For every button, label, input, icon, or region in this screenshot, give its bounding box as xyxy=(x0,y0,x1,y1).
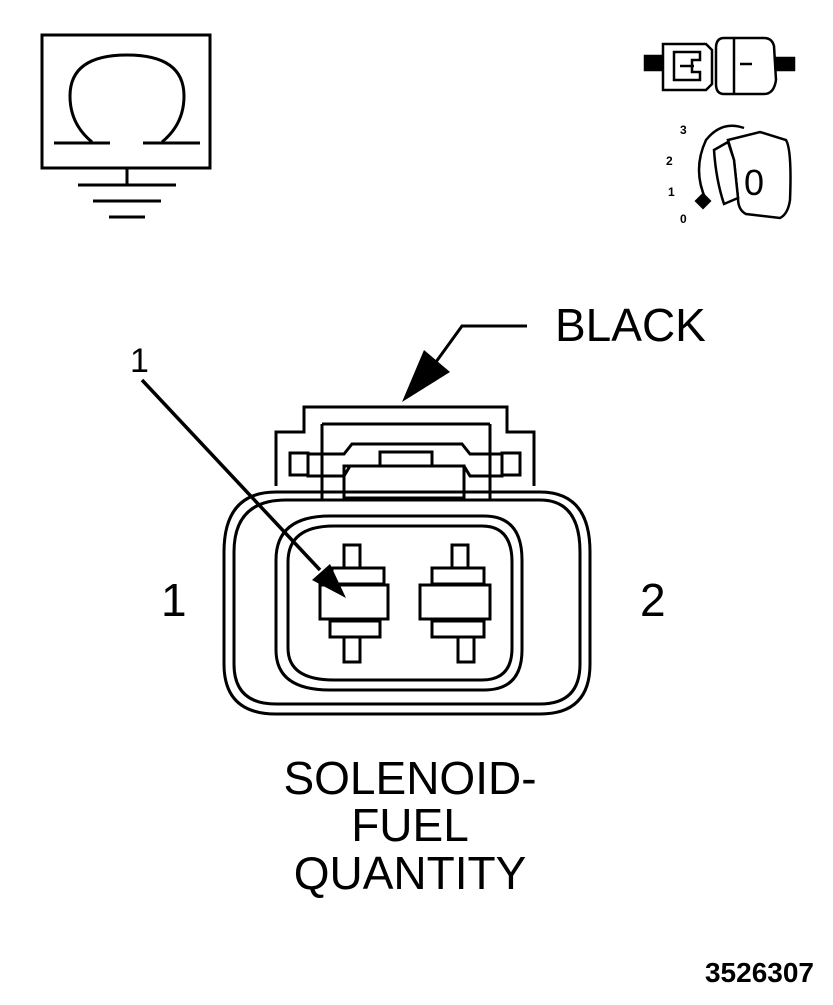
ohm-symbol xyxy=(68,53,186,144)
ignition-pointer xyxy=(694,192,712,210)
connector-body xyxy=(222,405,592,716)
caption-line-1: SOLENOID- xyxy=(283,752,536,804)
connector-color-label: BLACK xyxy=(555,299,706,351)
connector-cavity xyxy=(274,514,524,692)
figure-number: 3526307 xyxy=(705,957,814,988)
ignition-position-2: 2 xyxy=(666,154,673,168)
pin-label-2: 2 xyxy=(640,574,666,626)
ignition-position-0: 0 xyxy=(680,212,687,226)
caption-line-3: QUANTITY xyxy=(294,847,527,899)
ignition-dial-arc xyxy=(697,124,745,201)
terminal-2 xyxy=(418,543,492,664)
connector-lock-latch xyxy=(306,442,504,478)
color-callout-arrowhead xyxy=(402,350,450,402)
connector-lock-housing xyxy=(274,405,536,486)
component-caption: SOLENOID- FUEL QUANTITY xyxy=(283,752,536,899)
ignition-position-3: 3 xyxy=(680,123,687,137)
terminal-callout-number: 1 xyxy=(130,342,149,380)
ignition-key-label: 0 xyxy=(744,162,764,203)
terminal-callout: 1 xyxy=(130,342,346,598)
ignition-position-1: 1 xyxy=(668,185,675,199)
caption-line-2: FUEL xyxy=(351,799,469,851)
ohmmeter-ground-icon xyxy=(40,33,212,219)
pin-label-1: 1 xyxy=(161,574,187,626)
terminal-1 xyxy=(318,543,390,664)
disconnected-connector-icon xyxy=(643,36,796,96)
terminal-callout-arrowhead xyxy=(312,564,346,598)
connector-outer-shell xyxy=(222,490,592,716)
color-callout: BLACK xyxy=(402,299,706,402)
ignition-key-off-icon: 3 2 1 0 0 xyxy=(666,123,792,226)
